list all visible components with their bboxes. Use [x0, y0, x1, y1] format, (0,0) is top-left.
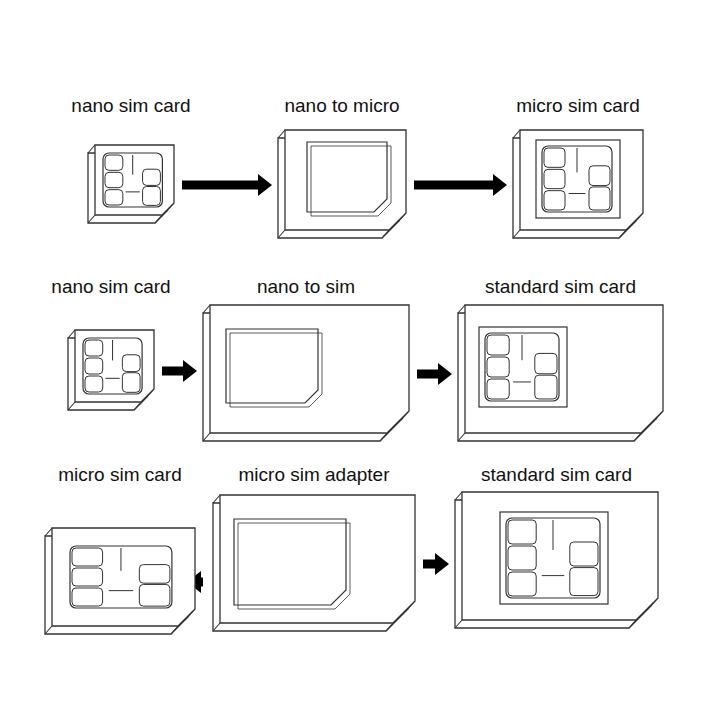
card-heading: nano sim card: [67, 95, 194, 117]
sim-card: nano to micro: [278, 95, 406, 238]
chip-contacts: [103, 153, 162, 207]
card-outline: [458, 305, 665, 443]
sim-card: standard sim card: [455, 464, 658, 628]
sim-card: nano sim card: [47, 276, 174, 410]
card-heading: standard sim card: [458, 276, 663, 298]
chip-contacts: [83, 338, 142, 394]
chip-contacts: [70, 546, 172, 608]
sim-card: nano sim card: [67, 95, 194, 223]
sim-card: micro sim card: [512, 95, 644, 238]
card-heading: micro sim card: [512, 95, 644, 117]
sim-card: micro sim card: [45, 464, 195, 634]
arrow: [423, 560, 439, 569]
sim-card: nano to sim: [203, 276, 409, 441]
arrow: [197, 578, 203, 587]
chip-contacts: [506, 518, 600, 598]
card-outline: [455, 492, 660, 630]
card-outline: [203, 305, 411, 443]
card-outline: [213, 495, 417, 633]
card-heading: nano to micro: [278, 95, 406, 117]
chip-contacts: [542, 146, 612, 212]
card-heading: nano sim card: [47, 276, 174, 298]
sim-card: standard sim card: [458, 276, 663, 441]
chip-contacts: [485, 333, 559, 401]
card-outline: [68, 330, 156, 412]
sim-card: micro sim adapter: [213, 464, 415, 631]
card-outline: [278, 130, 408, 240]
card-outline: [88, 145, 176, 225]
arrow: [162, 367, 187, 376]
card-outline: [45, 528, 197, 636]
arrow: [182, 181, 262, 190]
card-heading: micro sim card: [45, 464, 195, 486]
arrow: [417, 370, 442, 379]
card-heading: nano to sim: [203, 276, 409, 298]
card-heading: standard sim card: [455, 464, 658, 486]
card-heading: micro sim adapter: [213, 464, 415, 486]
arrow: [414, 181, 497, 190]
card-outline: [513, 130, 645, 240]
